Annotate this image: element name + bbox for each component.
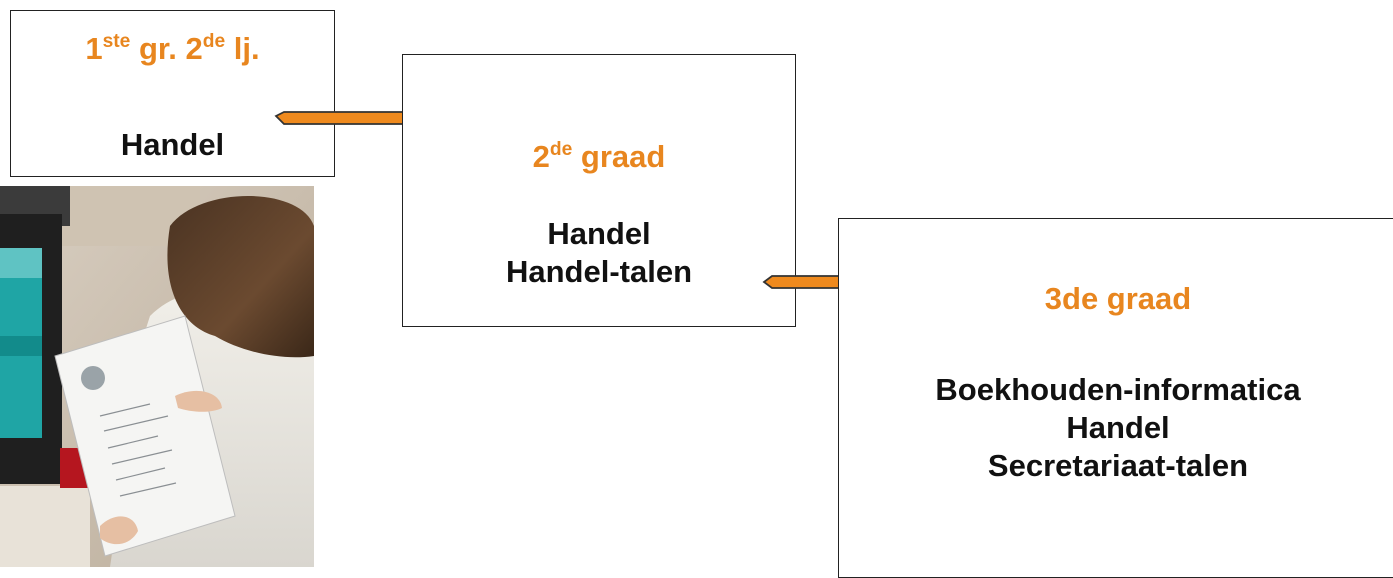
subject-line: Boekhouden-informatica [935, 372, 1301, 407]
second-grade-subjects: Handel Handel-talen [403, 215, 795, 291]
second-grade-box: 2de graad Handel Handel-talen [402, 54, 796, 327]
subject-line: Handel-talen [505, 254, 693, 289]
subject-line: Handel [1066, 410, 1170, 445]
subject-line: Secretariaat-talen [987, 448, 1249, 483]
third-grade-box: 3de graad Boekhouden-informatica Handel … [838, 218, 1393, 578]
first-grade-subject: Handel [120, 127, 225, 162]
third-grade-heading: 3de graad [1044, 281, 1192, 316]
student-photo [0, 186, 314, 567]
first-grade-box: 1ste gr. 2de lj. Handel [10, 10, 335, 177]
subject-line: Handel [547, 216, 651, 251]
first-grade-heading: 1ste gr. 2de lj. [85, 31, 260, 66]
third-grade-subjects: Boekhouden-informatica Handel Secretaria… [839, 371, 1393, 485]
second-grade-heading: 2de graad [532, 139, 666, 174]
